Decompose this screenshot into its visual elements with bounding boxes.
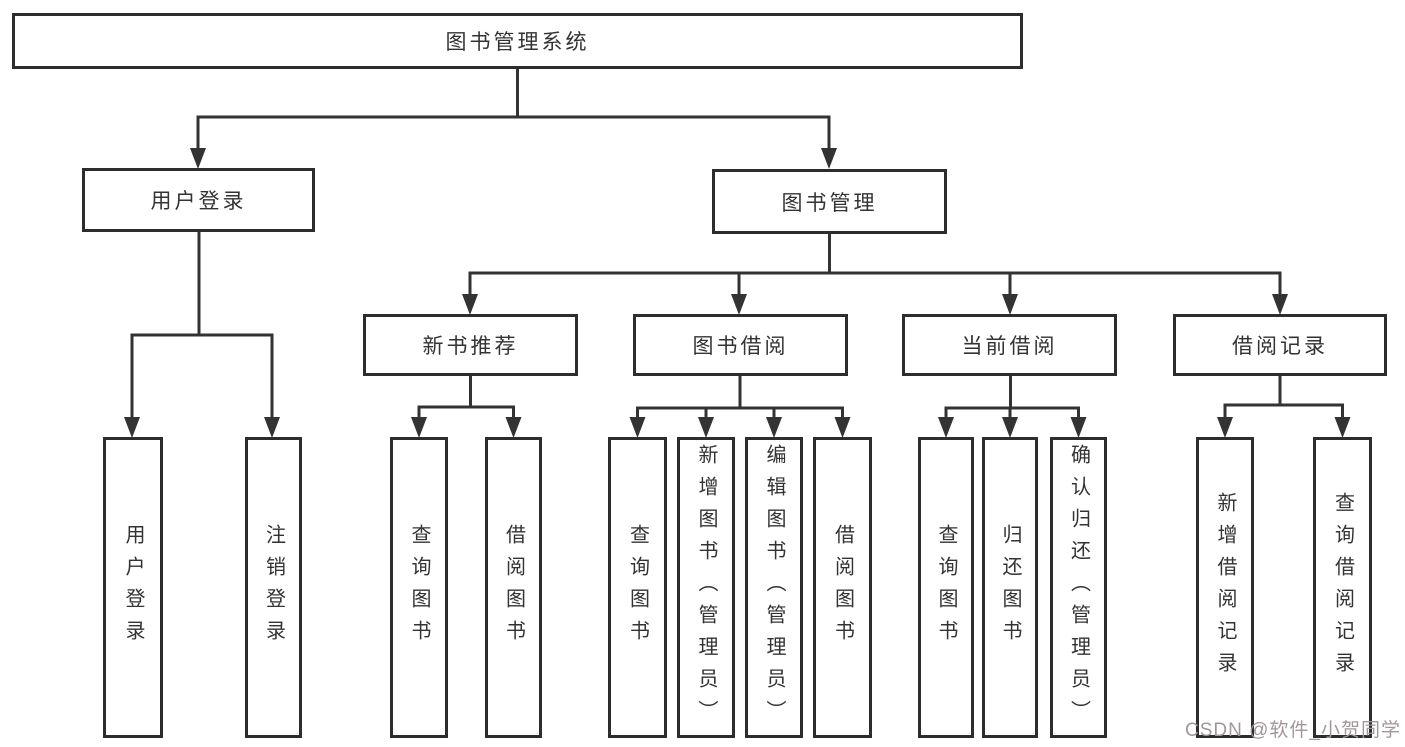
leaf-logout: 注销登录 [245,437,302,738]
node-user-login: 用户登录 [82,168,315,232]
leaf-query-books-borrow: 查询图书 [608,437,667,738]
node-borrow-records: 借阅记录 [1173,314,1387,376]
leaf-borrow-books-recommend: 借阅图书 [485,437,542,738]
leaf-edit-books-admin: 编辑图书（管理员） [745,437,803,738]
leaf-borrow-books: 借阅图书 [813,437,872,738]
watermark: CSDN @软件_小贺同学 [1185,720,1401,741]
node-user-login-label: 用户登录 [150,190,247,213]
node-borrow-records-label: 借阅记录 [1232,335,1328,358]
node-current-borrow-label: 当前借阅 [961,335,1058,358]
leaf-borrow-books-label: 借阅图书 [831,523,854,652]
leaf-add-books-admin-label: 新增图书（管理员） [695,443,717,732]
node-book-borrow: 图书借阅 [633,314,848,376]
node-current-borrow: 当前借阅 [902,314,1117,376]
leaf-user-login-label: 用户登录 [122,523,144,652]
leaf-logout-label: 注销登录 [262,523,285,652]
leaf-borrow-books-recommend-label: 借阅图书 [502,523,525,652]
node-new-book-recommend-label: 新书推荐 [422,335,519,358]
node-book-management: 图书管理 [712,169,947,234]
leaf-query-borrow-record: 查询借阅记录 [1313,437,1372,738]
leaf-add-borrow-record: 新增借阅记录 [1196,437,1254,738]
leaf-edit-books-admin-label: 编辑图书（管理员） [763,443,785,732]
leaf-return-books: 归还图书 [982,437,1038,738]
leaf-add-books-admin: 新增图书（管理员） [677,437,735,738]
node-book-borrow-label: 图书借阅 [692,335,789,358]
leaf-query-books-current: 查询图书 [918,437,974,738]
leaf-confirm-return-admin: 确认归还（管理员） [1050,437,1107,738]
leaf-query-books-recommend-label: 查询图书 [408,523,430,652]
leaf-add-borrow-record-label: 新增借阅记录 [1214,491,1236,684]
leaf-query-books-recommend: 查询图书 [390,437,448,738]
leaf-confirm-return-admin-label: 确认归还（管理员） [1067,443,1090,732]
leaf-return-books-label: 归还图书 [999,523,1021,652]
leaf-query-books-borrow-label: 查询图书 [626,523,649,652]
leaf-user-login: 用户登录 [103,437,163,738]
node-root: 图书管理系统 [12,13,1023,69]
leaf-query-books-current-label: 查询图书 [935,523,957,652]
node-new-book-recommend: 新书推荐 [363,314,578,376]
leaf-query-borrow-record-label: 查询借阅记录 [1331,491,1354,684]
node-root-label: 图书管理系统 [445,31,590,54]
node-book-management-label: 图书管理 [781,191,878,215]
